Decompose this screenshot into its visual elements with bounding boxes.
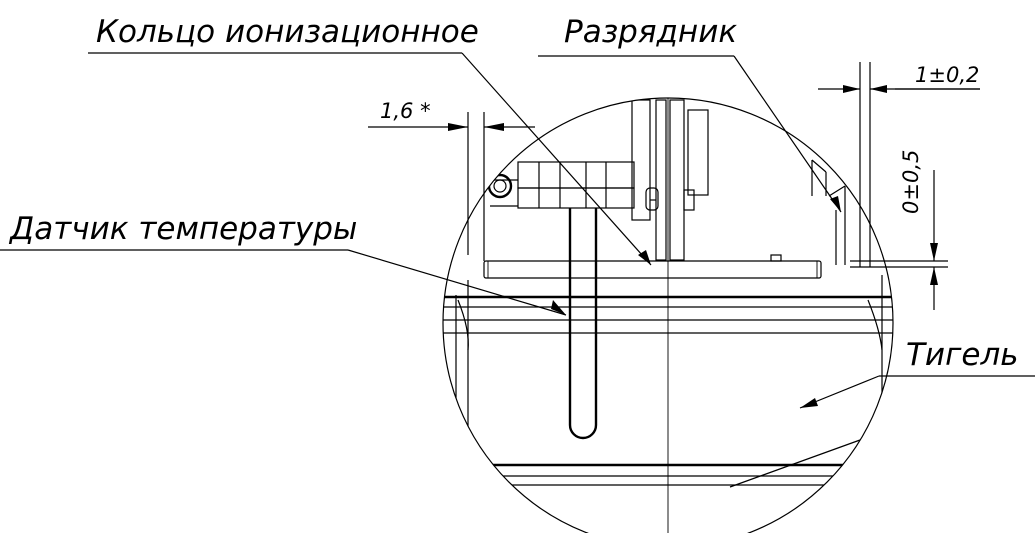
label-temperature-sensor: Датчик температуры [8, 211, 357, 247]
label-discharger: Разрядник [564, 14, 737, 50]
dimension-side [368, 112, 535, 261]
detail-geometry [443, 98, 893, 533]
dimension-top [818, 62, 980, 267]
leader-lines [0, 52, 1035, 488]
dimension-text-vertical: 0±0,5 [899, 150, 923, 214]
dimension-vertical [850, 170, 948, 310]
dimension-text-side: 1,6 * [380, 99, 431, 123]
dimension-text-top: 1±0,2 [915, 63, 979, 87]
label-crucible: Тигель [906, 337, 1019, 373]
label-ionization-ring: Кольцо ионизационное [96, 14, 479, 50]
